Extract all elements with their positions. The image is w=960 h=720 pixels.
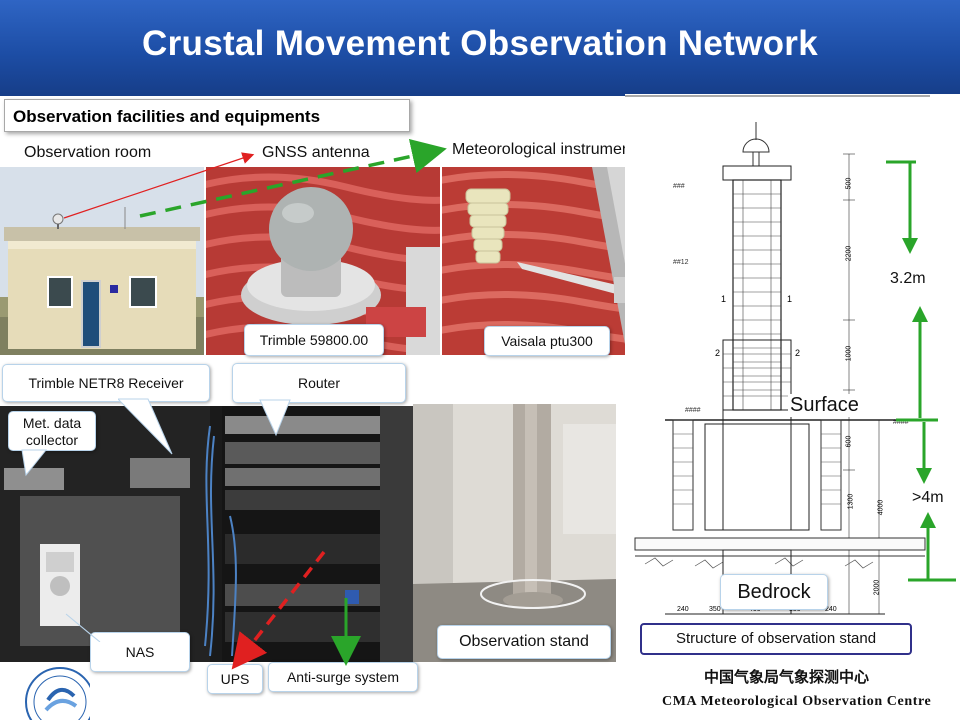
section-mark: 2 — [715, 348, 721, 358]
svg-text:####: #### — [685, 407, 701, 414]
caption-met-instrument: Meteorological instrument — [452, 141, 636, 158]
dim-label: 240 — [825, 606, 837, 613]
callout-anti-surge: Anti-surge system — [268, 662, 418, 692]
callout-router: Router — [232, 363, 406, 403]
callout-observation-stand: Observation stand — [437, 625, 611, 659]
section-mark: 1 — [787, 294, 793, 304]
stand-structure-diagram: #####12 ######## 500 2200 1000 600 600 1… — [625, 94, 960, 628]
caption-observation-room: Observation room — [24, 144, 152, 161]
title-bar — [0, 0, 960, 96]
footer-org-cn: 中国气象局气象探测中心 — [704, 668, 870, 686]
callout-receiver: Trimble NETR8 Receiver — [2, 364, 210, 402]
callout-vaisala: Vaisala ptu300 — [484, 326, 610, 356]
photo-observation-room — [0, 167, 204, 355]
footer-org-en: CMA Meteorological Observation Centre — [662, 694, 932, 709]
bedrock-label: Bedrock — [720, 574, 828, 610]
dim-label: 240 — [677, 606, 689, 613]
surface-label: Surface — [788, 394, 861, 417]
section-label: Observation facilities and equipments — [4, 99, 410, 132]
page-title: Crustal Movement Observation Network — [142, 24, 818, 63]
caption-gnss-antenna: GNSS antenna — [262, 144, 370, 161]
callout-pointer — [118, 398, 173, 455]
photo-observation-stand — [413, 404, 616, 662]
callout-pointer — [21, 449, 48, 477]
svg-text:###: ### — [673, 183, 685, 190]
callout-pointer — [259, 399, 291, 437]
section-mark: 2 — [795, 348, 801, 358]
callout-trimble-antenna: Trimble 59800.00 — [244, 324, 384, 356]
org-logo — [25, 667, 90, 720]
height-label-top: 3.2m — [890, 270, 926, 287]
photo-gnss-antenna — [206, 167, 440, 355]
height-arrows — [886, 160, 956, 582]
callout-met-collector: Met. data collector — [8, 411, 96, 451]
svg-text:##12: ##12 — [673, 259, 689, 266]
svg-text:####: #### — [893, 419, 909, 426]
section-mark: 1 — [721, 294, 727, 304]
diagram-caption: Structure of observation stand — [640, 623, 912, 655]
callout-nas: NAS — [90, 632, 190, 672]
dim-label: 350 — [709, 606, 721, 613]
height-label-bottom: >4m — [912, 489, 944, 506]
callout-pointer — [65, 613, 101, 642]
